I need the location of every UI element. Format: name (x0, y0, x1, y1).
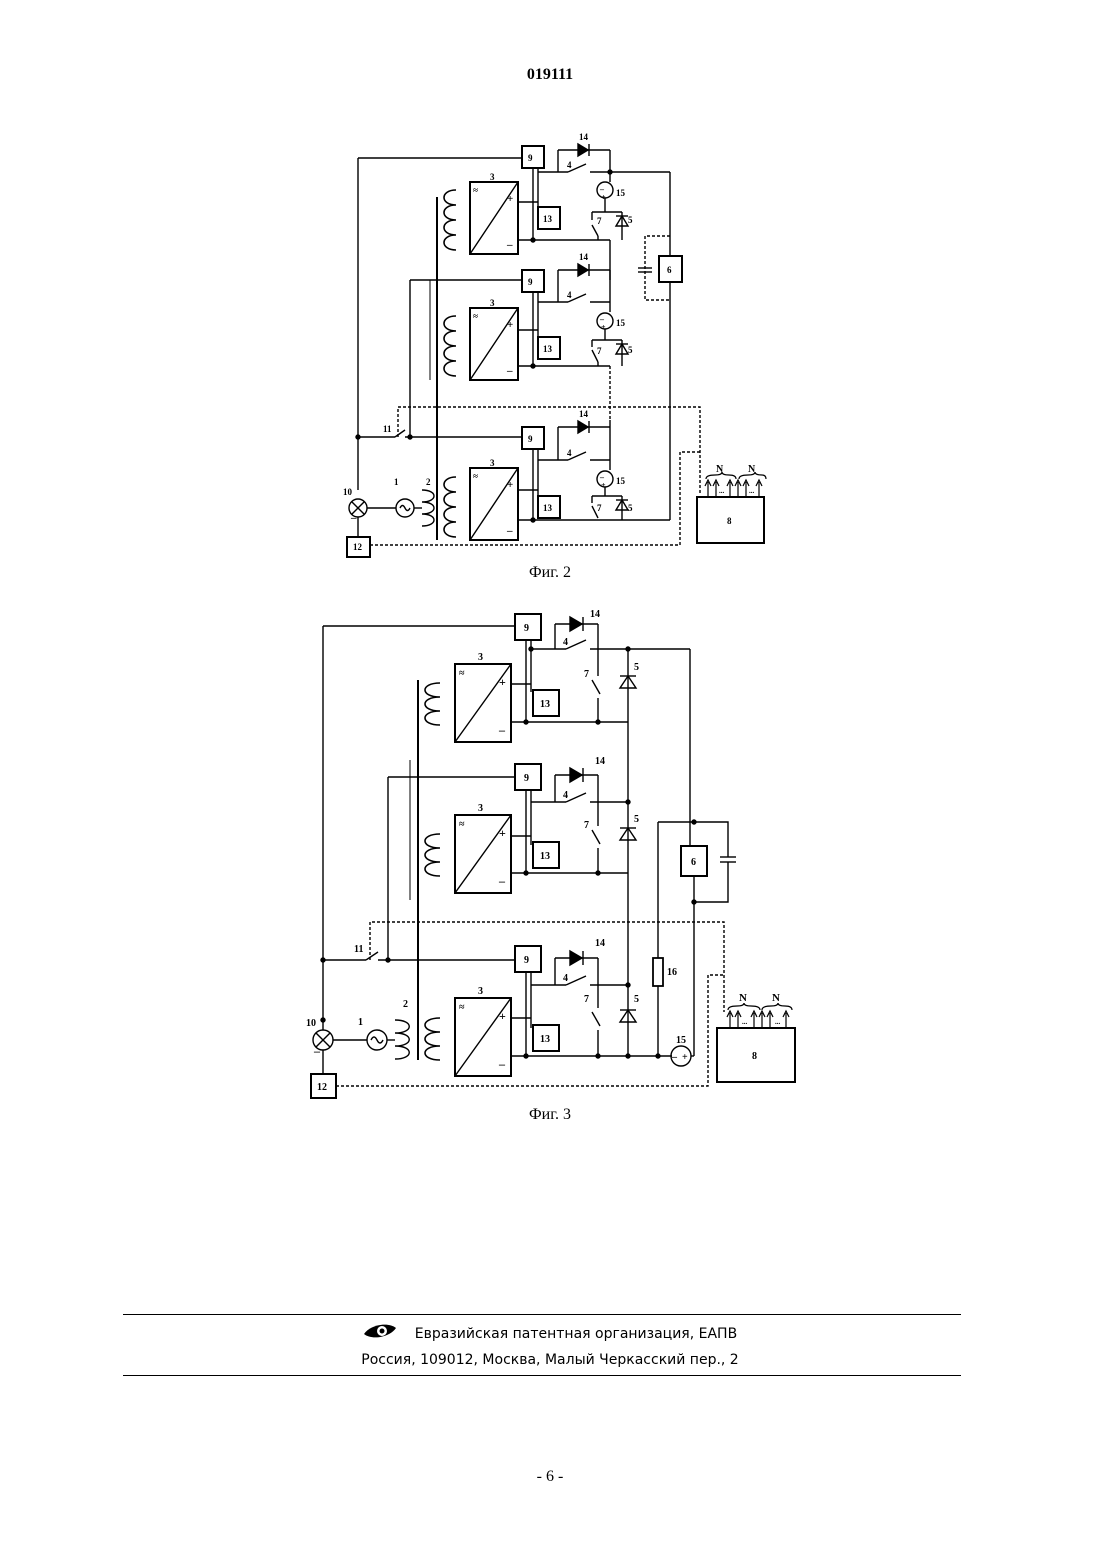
fig3-label-7b: 7 (584, 820, 589, 831)
fig3-label-14c: 14 (595, 938, 605, 949)
figure-3: ≈ + – (0, 0, 1100, 1110)
fig3-label-3b: 3 (478, 803, 483, 814)
fig3-ellipsis-1: ... (742, 1018, 748, 1026)
fig3-ellipsis-2: ... (775, 1018, 781, 1026)
fig3-label-9a: 9 (524, 623, 529, 634)
fig3-label-9c: 9 (524, 955, 529, 966)
eapo-eye-logo-icon (363, 1322, 397, 1342)
fig3-label-12: 12 (317, 1082, 327, 1093)
fig3-label-3a: 3 (478, 652, 483, 663)
footer-organization-row: Евразийская патентная организация, ЕАПВ (0, 1322, 1100, 1342)
figure-3-circuit: ≈ + – (0, 0, 1100, 1110)
fig3-label-1: 1 (358, 1017, 363, 1028)
fig3-label-5b: 5 (634, 814, 639, 825)
fig3-label-13b: 13 (540, 851, 550, 862)
fig3-label-7a: 7 (584, 669, 589, 680)
footer-rule-top (123, 1314, 961, 1315)
fig3-label-4c: 4 (563, 973, 568, 984)
fig3-label-n2: N (772, 992, 780, 1004)
fig3-label-8: 8 (752, 1051, 757, 1062)
fig3-label-5a: 5 (634, 662, 639, 673)
fig3-label-4a: 4 (563, 637, 568, 648)
fig3-label-3c: 3 (478, 986, 483, 997)
footer-rule-bottom (123, 1375, 961, 1376)
fig3-label-5c: 5 (634, 994, 639, 1005)
fig3-label-10: 10 (306, 1018, 316, 1029)
organization-name: Евразийская патентная организация, ЕАПВ (415, 1326, 737, 1342)
svg-text:–: – (671, 1052, 678, 1063)
svg-text:+: + (682, 1052, 688, 1063)
fig3-label-7c: 7 (584, 994, 589, 1005)
fig3-label-11: 11 (354, 944, 363, 955)
fig3-label-6: 6 (691, 857, 696, 868)
fig3-label-2: 2 (403, 999, 408, 1010)
fig3-label-13a: 13 (540, 699, 550, 710)
fig3-label-14b: 14 (595, 756, 605, 767)
fig3-label-4b: 4 (563, 790, 568, 801)
fig3-label-15: 15 (676, 1035, 686, 1046)
svg-text:–: – (313, 1044, 321, 1058)
fig3-label-13c: 13 (540, 1034, 550, 1045)
organization-address: Россия, 109012, Москва, Малый Черкасский… (0, 1352, 1100, 1368)
fig3-label-9b: 9 (524, 773, 529, 784)
fig3-label-14a: 14 (590, 609, 600, 620)
fig3-label-n1: N (739, 992, 747, 1004)
fig3-label-16: 16 (667, 967, 677, 978)
figure-3-caption: Фиг. 3 (0, 1106, 1100, 1124)
page-number: - 6 - (0, 1468, 1100, 1486)
